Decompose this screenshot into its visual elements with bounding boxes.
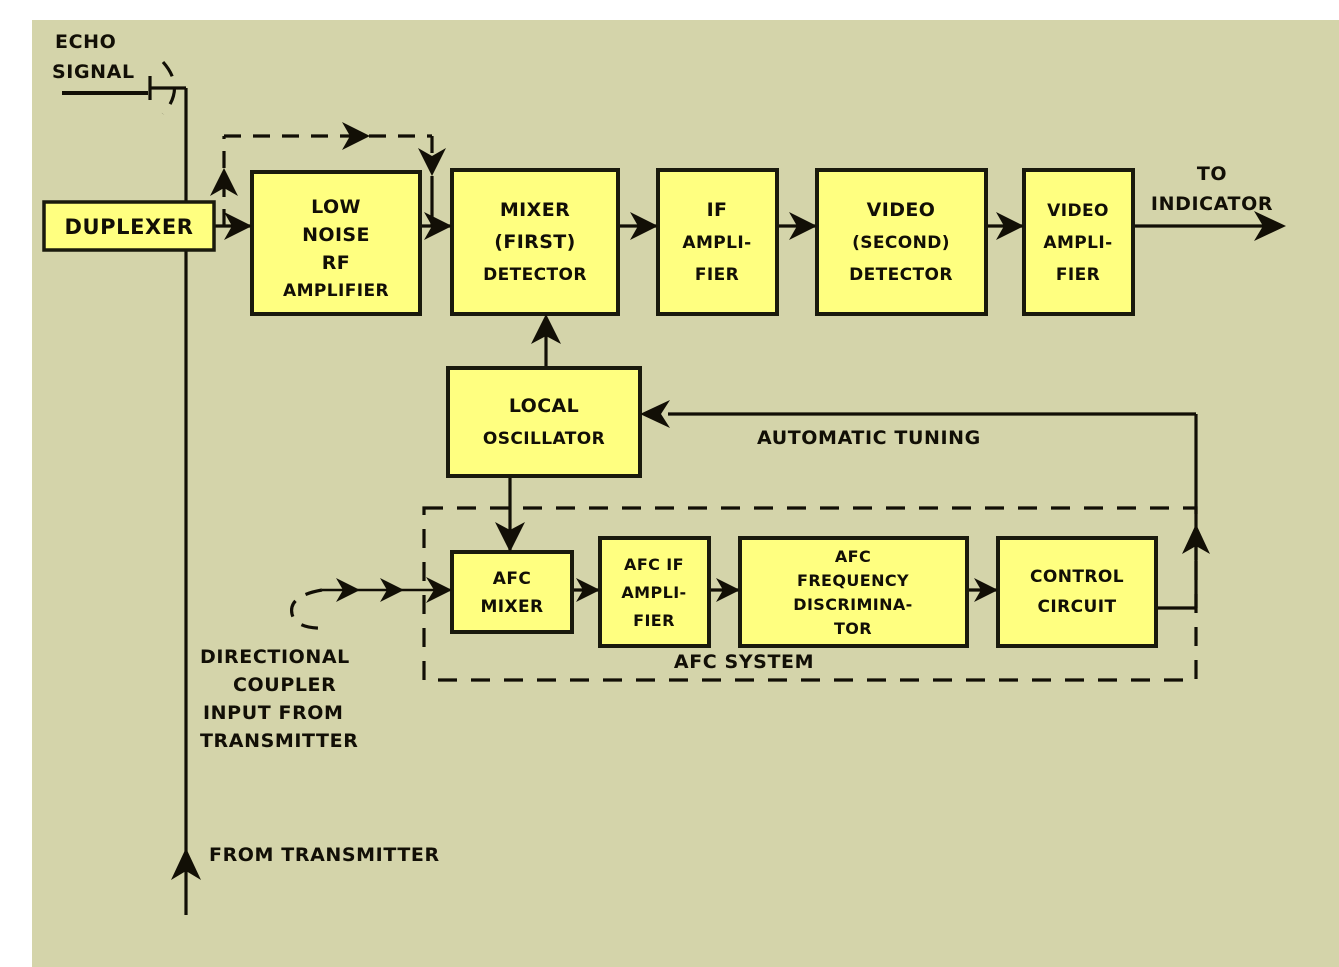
- label-directional-coupler-line4: TRANSMITTER: [200, 730, 358, 752]
- block-video-amplifier[interactable]: VIDEO AMPLI- FIER: [1022, 168, 1135, 316]
- label-to-indicator-line1: TO: [1197, 163, 1227, 185]
- block-mixer-label-line2: (FIRST): [494, 231, 576, 253]
- arrow-control-riser-up: [1182, 524, 1210, 554]
- block-if-amplifier-label-line2: AMPLI-: [682, 233, 751, 253]
- arrow-coupler-flow-2: [380, 578, 404, 602]
- label-automatic-tuning: AUTOMATIC TUNING: [757, 427, 981, 449]
- arrow-coupler-flow-1: [336, 578, 360, 602]
- block-afc-mixer[interactable]: AFC MIXER: [450, 550, 574, 634]
- arrow-discriminator-to-control: [974, 578, 998, 602]
- label-to-indicator-line2: INDICATOR: [1151, 193, 1273, 215]
- arrow-bypass-down-to-mixer: [418, 148, 446, 176]
- arrow-afc-mixer-to-afc-if: [576, 578, 600, 602]
- label-afc-system: AFC SYSTEM: [674, 651, 814, 673]
- block-afc-discriminator-label-line1: AFC: [835, 547, 871, 566]
- arrow-coupler-to-afc-mixer: [426, 577, 452, 603]
- label-to-indicator: TO INDICATOR: [1151, 163, 1273, 215]
- label-from-transmitter: FROM TRANSMITTER: [209, 844, 440, 866]
- arrow-local-osc-to-mixer: [531, 314, 561, 344]
- arrow-bypass-right: [342, 122, 370, 150]
- block-video-detector-label-line2: (SECOND): [852, 233, 950, 253]
- wire-rf-amp-bypass: [224, 134, 434, 164]
- block-duplexer[interactable]: DUPLEXER: [42, 200, 216, 252]
- block-afc-mixer-label-line1: AFC: [493, 569, 531, 589]
- block-rf-amplifier-label-line4: AMPLIFIER: [283, 281, 389, 301]
- block-mixer-label-line3: DETECTOR: [483, 265, 587, 285]
- arrow-to-indicator: [1254, 211, 1286, 241]
- block-if-amplifier[interactable]: IF AMPLI- FIER: [656, 168, 779, 316]
- label-directional-coupler-line1: DIRECTIONAL: [200, 646, 350, 668]
- block-mixer-first-detector[interactable]: MIXER (FIRST) DETECTOR: [450, 168, 620, 316]
- block-video-amplifier-label-line1: VIDEO: [1047, 201, 1109, 221]
- block-afc-mixer-label-line2: MIXER: [480, 597, 543, 617]
- block-control-circuit-label-line1: CONTROL: [1030, 567, 1124, 587]
- block-local-oscillator-label-line1: LOCAL: [509, 395, 579, 417]
- block-control-circuit-label-line2: CIRCUIT: [1038, 597, 1117, 617]
- arrow-from-transmitter-up: [171, 848, 201, 880]
- block-afc-discriminator-label-line3: DISCRIMINA-: [793, 595, 912, 614]
- arrow-bypass-riser-up: [210, 168, 238, 196]
- block-video-second-detector[interactable]: VIDEO (SECOND) DETECTOR: [815, 168, 988, 316]
- block-video-amplifier-label-line2: AMPLI-: [1043, 233, 1112, 253]
- block-if-amplifier-label-line3: FIER: [695, 265, 739, 285]
- arrow-if-amp-to-video-detector: [789, 212, 817, 240]
- block-afc-if-amplifier-label-line3: FIER: [633, 611, 675, 630]
- block-rf-amplifier[interactable]: LOW NOISE RF AMPLIFIER: [250, 170, 422, 316]
- block-video-detector-label-line3: DETECTOR: [849, 265, 953, 285]
- arrow-rf-amp-to-mixer: [424, 212, 452, 240]
- label-echo-signal: ECHO SIGNAL: [52, 31, 148, 95]
- block-local-oscillator[interactable]: LOCAL OSCILLATOR: [446, 366, 642, 478]
- block-afc-if-amplifier[interactable]: AFC IF AMPLI- FIER: [598, 536, 711, 648]
- block-mixer-label-line1: MIXER: [500, 199, 570, 221]
- arrow-automatic-tuning-to-local-osc: [640, 400, 670, 428]
- block-duplexer-label: DUPLEXER: [64, 215, 193, 239]
- block-rf-amplifier-label-line3: RF: [322, 252, 350, 274]
- block-control-circuit[interactable]: CONTROL CIRCUIT: [996, 536, 1158, 648]
- arrow-duplexer-to-rf-amp: [224, 212, 252, 240]
- arrow-afc-if-to-discriminator: [716, 578, 740, 602]
- label-directional-coupler-line3: INPUT FROM: [203, 702, 344, 724]
- diagram-background: [32, 20, 1339, 967]
- block-afc-if-amplifier-label-line1: AFC IF: [624, 555, 684, 574]
- arrow-mixer-to-if-amp: [630, 212, 658, 240]
- block-afc-discriminator-label-line2: FREQUENCY: [797, 571, 909, 590]
- label-echo-signal-line1: ECHO: [55, 31, 116, 53]
- block-video-amplifier-label-line3: FIER: [1056, 265, 1100, 285]
- block-rf-amplifier-label-line1: LOW: [311, 196, 361, 218]
- block-if-amplifier-label-line1: IF: [707, 199, 728, 221]
- label-directional-coupler-input: DIRECTIONAL COUPLER INPUT FROM TRANSMITT…: [200, 646, 358, 752]
- label-directional-coupler-line2: COUPLER: [233, 674, 336, 696]
- block-local-oscillator-label-line2: OSCILLATOR: [483, 429, 605, 449]
- arrow-local-osc-to-afc-mixer: [495, 522, 525, 552]
- arrow-video-detector-to-video-amp: [996, 212, 1024, 240]
- label-echo-signal-line2: SIGNAL: [52, 61, 135, 83]
- block-video-detector-label-line1: VIDEO: [867, 199, 936, 221]
- block-afc-frequency-discriminator[interactable]: AFC FREQUENCY DISCRIMINA- TOR: [738, 536, 969, 648]
- block-rf-amplifier-label-line2: NOISE: [302, 224, 370, 246]
- block-afc-if-amplifier-label-line2: AMPLI-: [621, 583, 686, 602]
- block-afc-discriminator-label-line4: TOR: [834, 619, 872, 638]
